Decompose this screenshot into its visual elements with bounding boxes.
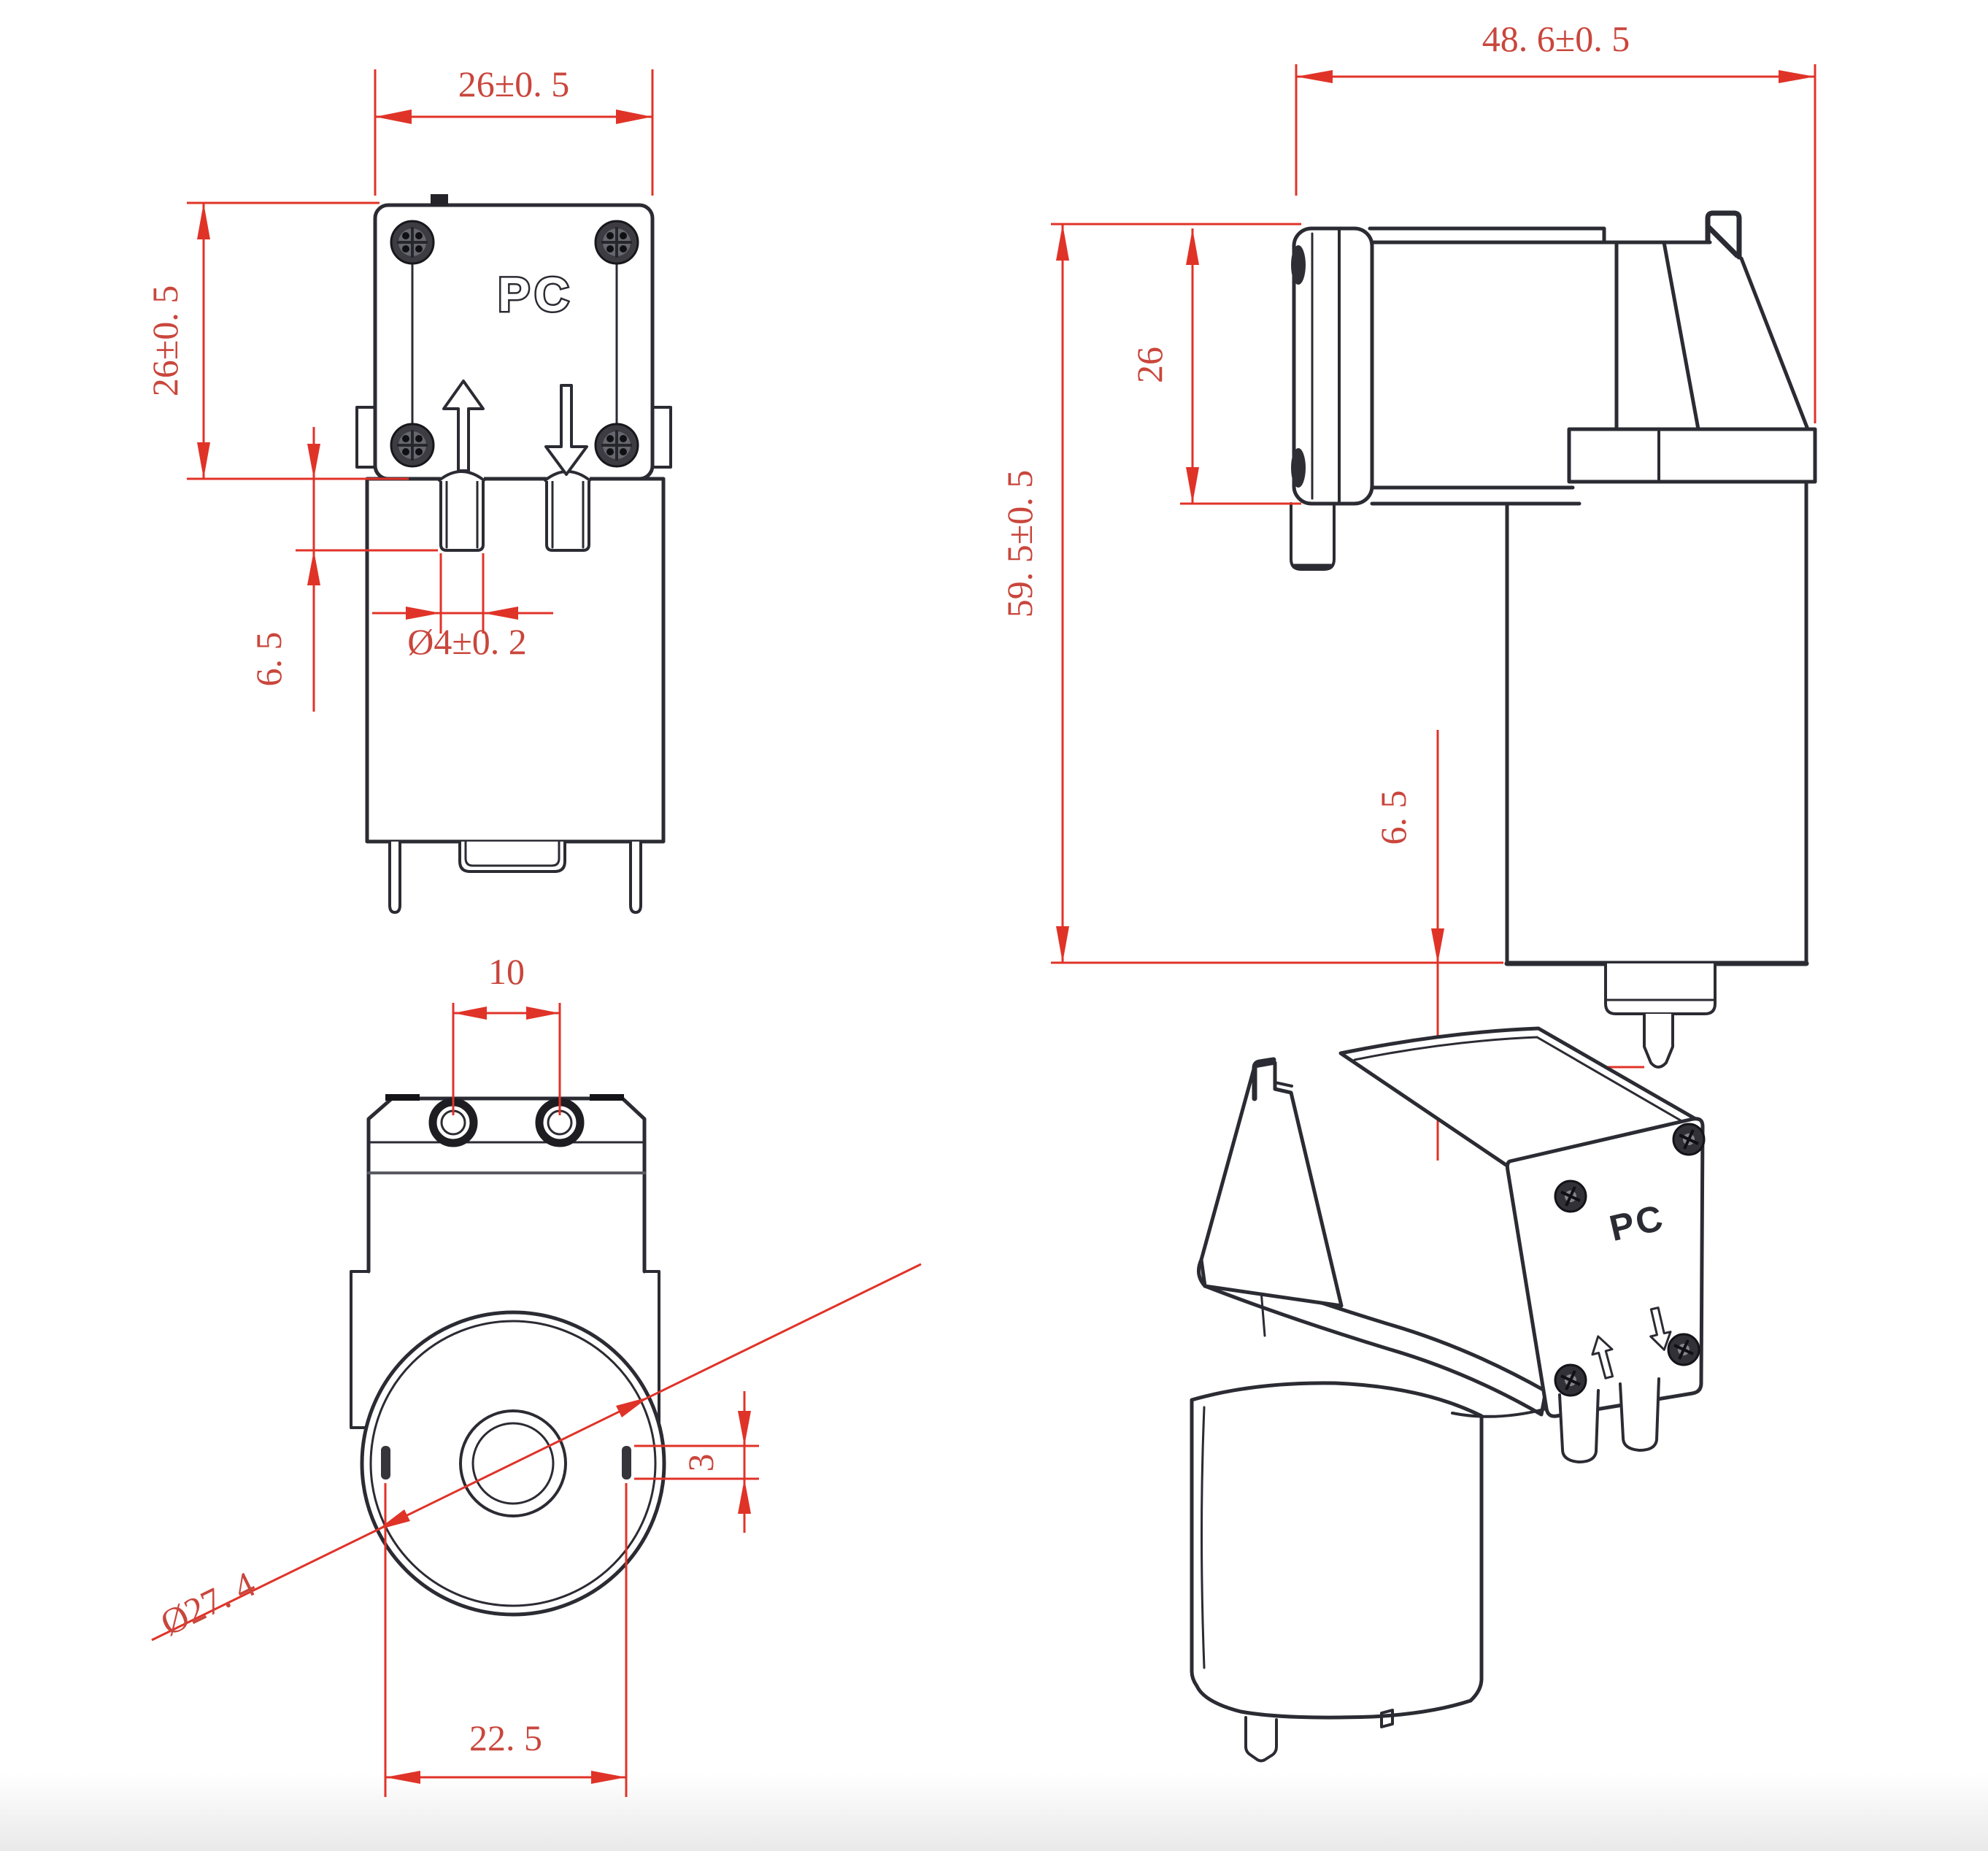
- clip-hook-side: [1705, 210, 1742, 260]
- dim-side-height: 59. 5±0. 5: [999, 223, 1503, 964]
- dim-label: 26: [1129, 347, 1170, 383]
- motor-nub-iso: [1380, 1709, 1394, 1728]
- port-side-profile: [1291, 448, 1306, 488]
- fan-shroud-side: [1662, 240, 1810, 431]
- vent-slot-right: [622, 1446, 631, 1479]
- flow-down-arrow-icon: [544, 384, 588, 476]
- pc-marking-front: PC: [498, 267, 574, 321]
- bearing-hub-outer: [459, 1409, 567, 1517]
- front-view: PC 26±0. 5 26±0. 5 6. 5: [145, 64, 672, 914]
- dim-label: 6. 5: [1373, 790, 1414, 845]
- flow-up-arrow-icon: [442, 380, 485, 472]
- dim-label: 22. 5: [469, 1717, 542, 1758]
- motor-connector: [458, 840, 566, 873]
- mount-tab-right: [651, 406, 672, 469]
- isometric-view: PC: [1190, 1026, 1706, 1763]
- dim-front-port-diameter: Ø4±0. 2: [372, 553, 553, 662]
- terminal-pin-iso: [1244, 1716, 1278, 1763]
- dim-label: 6. 5: [248, 632, 289, 687]
- dim-side-head-height: 26: [1129, 228, 1301, 505]
- footer-shade-band: [0, 1774, 1988, 1851]
- dim-label: 48. 6±0. 5: [1482, 18, 1630, 59]
- dim-bottom-slot-width: 3: [634, 1391, 759, 1533]
- head-top-face-iso: [1338, 1026, 1704, 1168]
- motor-connector-inner: [464, 840, 560, 867]
- screw-icon: [1672, 1123, 1706, 1156]
- head-bottom-edge-iso: [1451, 1407, 1548, 1418]
- dim-front-width: 26±0. 5: [374, 64, 654, 196]
- screw-icon: [1554, 1180, 1587, 1213]
- motor-cylinder-iso: [1190, 1381, 1484, 1720]
- inlet-port-front: [545, 477, 590, 552]
- motor-flange-side: [1567, 427, 1817, 484]
- motor-circle-inner: [369, 1320, 657, 1607]
- motor-body-side: [1505, 480, 1808, 966]
- bottom-stub-side: [1604, 962, 1717, 1015]
- screw-icon: [1554, 1363, 1587, 1397]
- pump-head-side: [1292, 226, 1374, 506]
- dim-front-height: 26±0. 5: [145, 201, 409, 480]
- clip-hook-iso: [1252, 1057, 1276, 1101]
- clip-mark: [385, 1094, 420, 1101]
- dim-front-port-length: 6. 5: [248, 427, 438, 712]
- terminal-pin-left: [388, 840, 401, 914]
- clip-notch-iso: [1274, 1081, 1293, 1088]
- head-top-face-lines: [1353, 1036, 1695, 1129]
- dim-side-width: 48. 6±0. 5: [1295, 18, 1816, 423]
- port-iso: [1558, 1389, 1600, 1463]
- clip-mark: [590, 1094, 624, 1101]
- screw-icon: [390, 220, 435, 265]
- dim-label: Ø4±0. 2: [407, 621, 527, 662]
- flange-step-bottom: [350, 1270, 660, 1429]
- vent-slot-left: [381, 1446, 390, 1479]
- screw-icon: [594, 220, 639, 265]
- dim-bottom-port-spacing: 10: [452, 951, 561, 1115]
- dim-bottom-mount-spacing: 22. 5: [384, 1483, 628, 1797]
- edge-gap: [547, 474, 590, 481]
- dim-label: 26±0. 5: [145, 285, 185, 396]
- motor-body-front: [365, 477, 666, 844]
- bottom-view: 10 Ø27. 4 3 22. 5: [151, 951, 922, 1797]
- gearbox-body-side: [1368, 226, 1712, 506]
- head-top-notch: [431, 194, 448, 206]
- bearing-hub-inner: [471, 1422, 555, 1505]
- screw-icon: [594, 423, 639, 468]
- terminal-pin-side: [1643, 1012, 1674, 1069]
- screw-icon: [390, 423, 435, 468]
- flow-up-arrow-icon: [1591, 1335, 1614, 1379]
- edge-gap: [441, 474, 484, 481]
- port-side-profile: [1291, 245, 1306, 285]
- pump-head-front: [373, 203, 655, 481]
- dim-label: 59. 5±0. 5: [999, 470, 1040, 617]
- mount-foot-side: [1290, 502, 1336, 571]
- dim-label: 3: [680, 1454, 721, 1472]
- dim-label: 10: [488, 951, 525, 992]
- terminal-pin-right: [629, 840, 642, 914]
- outlet-port-front: [439, 477, 485, 552]
- flow-down-arrow-icon: [1649, 1307, 1672, 1351]
- cylinder-contour: [1201, 1406, 1206, 1669]
- screw-icon: [1667, 1333, 1700, 1366]
- head-block-bottom: [366, 1096, 647, 1274]
- dim-label: 26±0. 5: [458, 64, 569, 104]
- mount-tab-left: [355, 406, 377, 469]
- port-iso: [1619, 1377, 1660, 1452]
- fan-shroud-iso: [1199, 1061, 1344, 1308]
